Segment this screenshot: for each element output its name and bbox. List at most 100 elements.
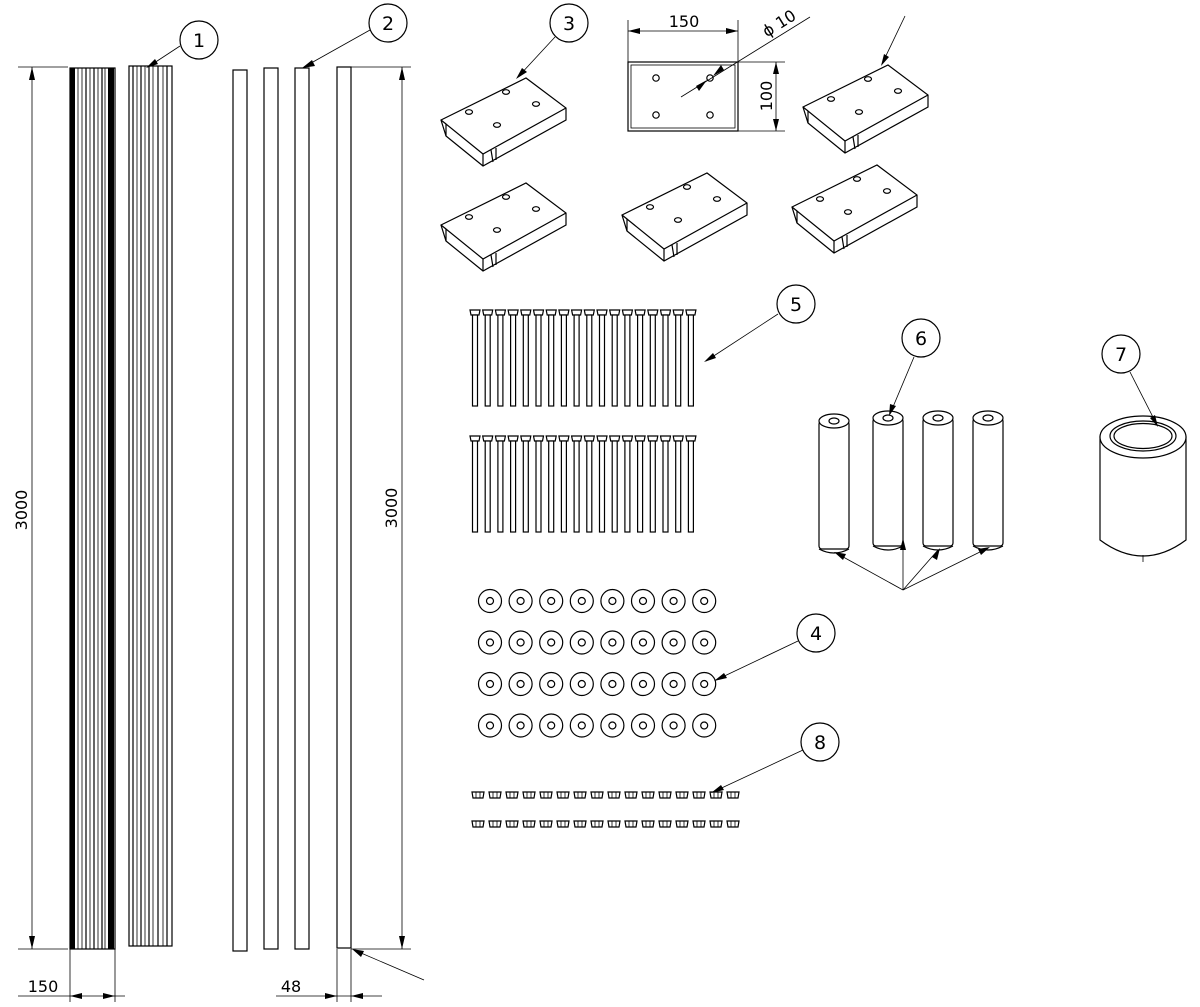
nut [522,820,536,828]
washer [508,588,533,614]
bolt [685,435,697,533]
part-6-roller-4 [972,410,1004,551]
balloon-2: 2 [302,3,408,68]
part-2-strips [232,67,310,952]
bolt [596,435,608,533]
bolt [659,309,672,407]
bolt [647,435,659,533]
washer [539,588,564,614]
part-3-plate-4 [621,172,748,262]
part-2-angle-profile: 3000 [336,66,425,981]
washer [600,588,625,614]
nut [709,820,723,828]
bolt [685,309,697,407]
nut [505,791,519,799]
plate-height-label: 100 [757,81,776,112]
balloon-4: 4 [714,613,836,681]
part-8-nuts [471,791,740,828]
bolt [672,435,684,533]
part-4-washers [477,588,717,738]
washer [630,671,656,697]
nut [539,791,553,799]
bolt [558,435,570,533]
bolt [609,309,621,407]
nut [624,791,638,799]
bolt [621,435,634,533]
bolt [469,435,481,533]
balloon-3: 3 [516,3,589,79]
bolt [609,435,621,533]
washer [661,588,686,614]
washer [692,713,717,738]
bolt [494,435,506,533]
washer [569,630,594,655]
washer [477,588,503,614]
part-3-plate-5 [791,164,918,254]
washer [661,671,686,697]
dimension-profile-width-label: 150 [28,977,59,996]
nut [471,791,485,799]
nut [471,820,485,828]
dimension-left-height: 3000 [12,66,68,950]
bolt [532,309,545,407]
washer [661,630,686,655]
bolt [482,309,494,407]
washer [477,671,503,697]
balloon-5-label: 5 [790,294,802,316]
part-5-bolts [469,309,697,533]
washer [600,630,625,655]
nut [709,791,723,799]
nut [726,791,740,799]
nut [607,820,621,828]
nut [658,820,672,828]
bolt [545,309,557,407]
bolt [647,309,659,407]
balloon-2-label: 2 [382,13,394,35]
balloon-8-label: 8 [814,732,826,754]
nut [607,791,621,799]
washer [630,630,656,655]
bolt [545,435,557,533]
nut [641,820,655,828]
bolt [583,309,595,407]
balloon-7: 7 [1101,334,1158,427]
bolt [672,309,684,407]
bolt [532,435,545,533]
bolt [520,309,532,407]
nut [539,820,553,828]
washer [508,713,533,738]
part-3-plate-3 [440,182,567,272]
washer [692,588,717,614]
washer [600,713,625,738]
bolt [507,435,519,533]
bolt [659,435,672,533]
bolt [482,435,494,533]
nut [658,791,672,799]
washer [539,671,564,697]
balloon-5: 5 [704,284,816,362]
nut [556,791,570,799]
nut [522,791,536,799]
plate-top-view: 150 100 ϕ 10 [627,6,811,132]
bolt [469,309,481,407]
roller-leaders [834,538,990,591]
balloon-1-label: 1 [193,30,205,52]
part-7-sleeve [1099,415,1187,562]
washer [569,713,594,738]
washer [661,713,686,738]
dimension-profile-width: 150 [18,949,125,1002]
balloon-4-label: 4 [810,623,822,645]
nut [556,820,570,828]
nut [675,791,689,799]
part-1-ribbed-profile-b [128,65,173,947]
nut [590,791,604,799]
bolt [558,309,570,407]
washer [692,630,717,655]
plate-width-label: 150 [669,12,700,31]
bolt [634,435,646,533]
balloon-8: 8 [711,722,840,793]
nut [726,820,740,828]
washer [477,713,503,738]
nut [590,820,604,828]
part-3-plate-2 [802,64,929,154]
